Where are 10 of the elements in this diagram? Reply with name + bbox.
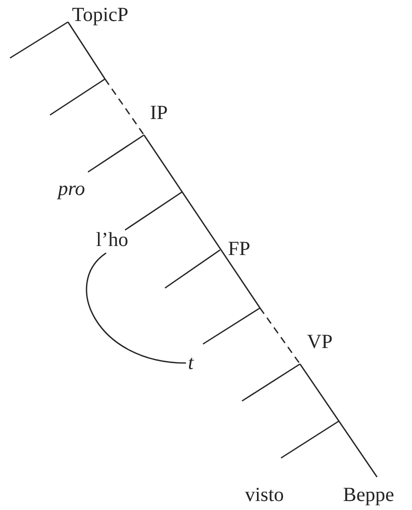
node-label: VP [307, 331, 333, 353]
trace-label: t [188, 352, 194, 374]
node-label: pro [58, 178, 86, 200]
node-label: TopicP [72, 4, 128, 26]
node-label: l’ho [96, 229, 128, 251]
movement-arc [86, 252, 186, 364]
node-label: FP [228, 238, 250, 260]
node-label: IP [150, 102, 168, 124]
word-label: Beppe [343, 484, 394, 506]
word-label: visto [245, 484, 284, 506]
